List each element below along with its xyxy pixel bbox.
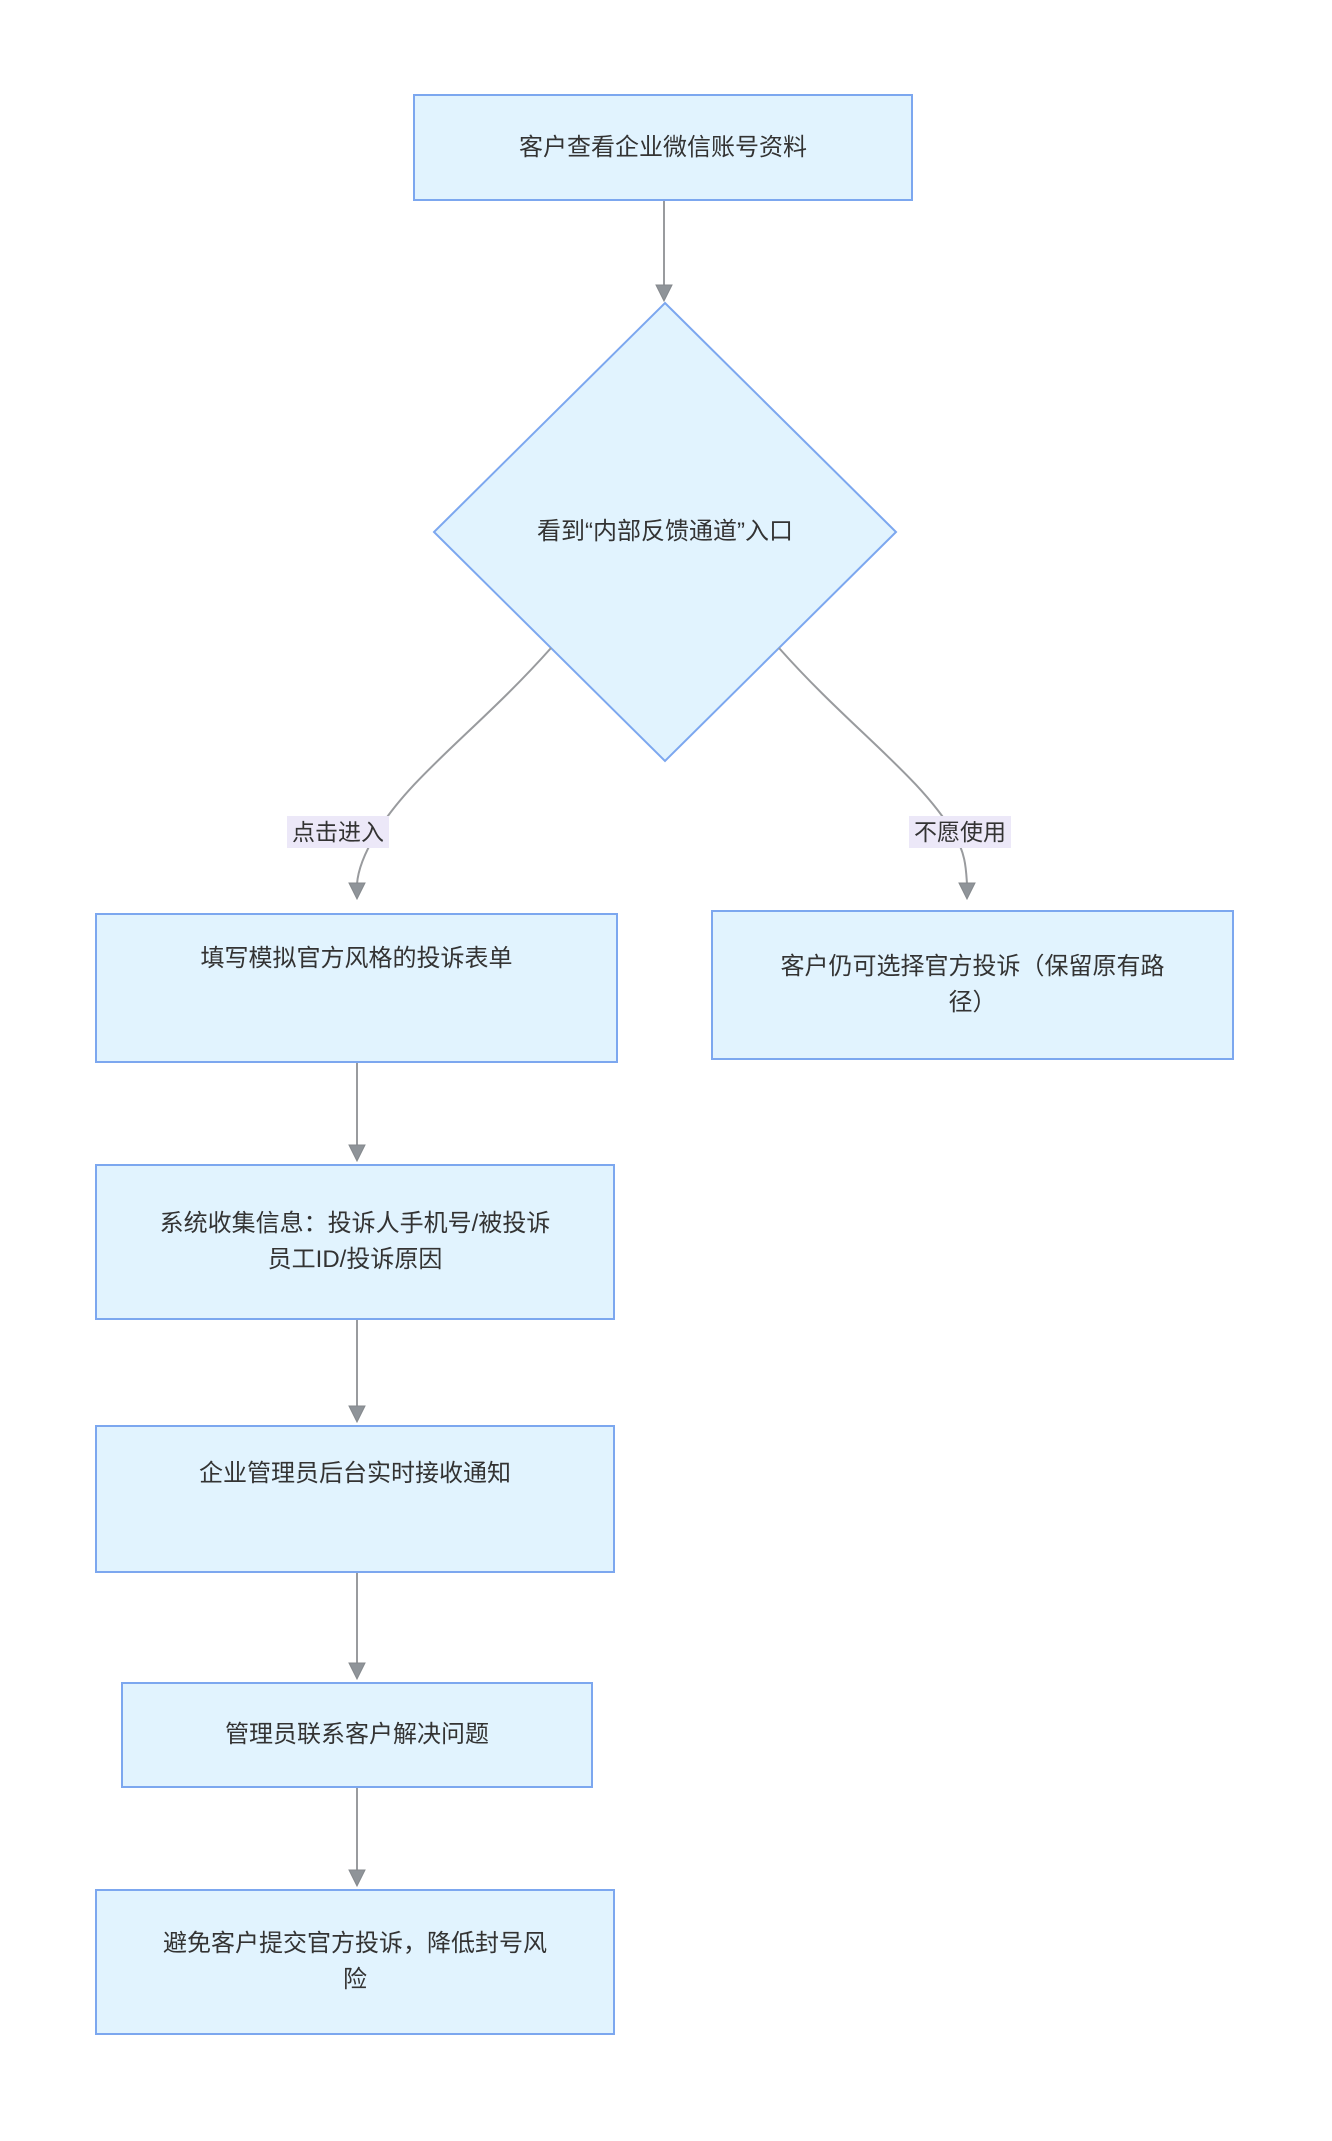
node-admin-contact-customer: 管理员联系客户解决问题 xyxy=(121,1682,593,1788)
edge-decision-to-official xyxy=(778,647,976,901)
edge-decision-to-form xyxy=(348,647,552,901)
node-fill-complaint-form: 填写模拟官方风格的投诉表单 xyxy=(95,913,618,1063)
node-label: 客户仍可选择官方投诉（保留原有路 径） xyxy=(780,953,1165,1016)
arrowhead-icon xyxy=(348,1869,366,1888)
node-label: 填写模拟官方风格的投诉表单 xyxy=(200,945,513,972)
node-label: 看到“内部反馈通道”入口 xyxy=(537,518,793,545)
edge-label-text: 不愿使用 xyxy=(914,819,1006,845)
node-system-collect-info: 系统收集信息：投诉人手机号/被投诉 员工ID/投诉原因 xyxy=(95,1164,615,1320)
arrowhead-icon xyxy=(348,1405,366,1424)
edge-notify-to-contact xyxy=(348,1573,366,1681)
node-decision-see-entry: 看到“内部反馈通道”入口 xyxy=(434,303,896,761)
decision-diamond-shape xyxy=(432,301,898,763)
arrowhead-icon xyxy=(348,882,366,901)
edge-label-refuse: 不愿使用 xyxy=(909,816,1011,848)
edge-label-click-enter: 点击进入 xyxy=(287,816,389,848)
node-label: 管理员联系客户解决问题 xyxy=(225,1721,489,1748)
node-label: 系统收集信息：投诉人手机号/被投诉 员工ID/投诉原因 xyxy=(159,1210,551,1273)
edge-collect-to-notify xyxy=(348,1320,366,1424)
node-avoid-official-complaint: 避免客户提交官方投诉，降低封号风 险 xyxy=(95,1889,615,2035)
node-admin-receive-notice: 企业管理员后台实时接收通知 xyxy=(95,1425,615,1573)
arrowhead-icon xyxy=(348,1144,366,1163)
node-label: 企业管理员后台实时接收通知 xyxy=(199,1460,511,1487)
node-label: 避免客户提交官方投诉，降低封号风 险 xyxy=(163,1930,547,1993)
arrowhead-icon xyxy=(958,882,976,901)
edge-contact-to-avoid xyxy=(348,1788,366,1888)
edge-form-to-collect xyxy=(348,1063,366,1163)
node-customer-view-profile: 客户查看企业微信账号资料 xyxy=(413,94,913,201)
node-label: 客户查看企业微信账号资料 xyxy=(519,133,807,161)
arrowhead-icon xyxy=(348,1662,366,1681)
node-official-complaint-path: 客户仍可选择官方投诉（保留原有路 径） xyxy=(711,910,1234,1060)
edge-label-text: 点击进入 xyxy=(292,819,384,845)
arrowhead-icon xyxy=(655,284,673,303)
edge-view-to-decision xyxy=(655,201,673,303)
